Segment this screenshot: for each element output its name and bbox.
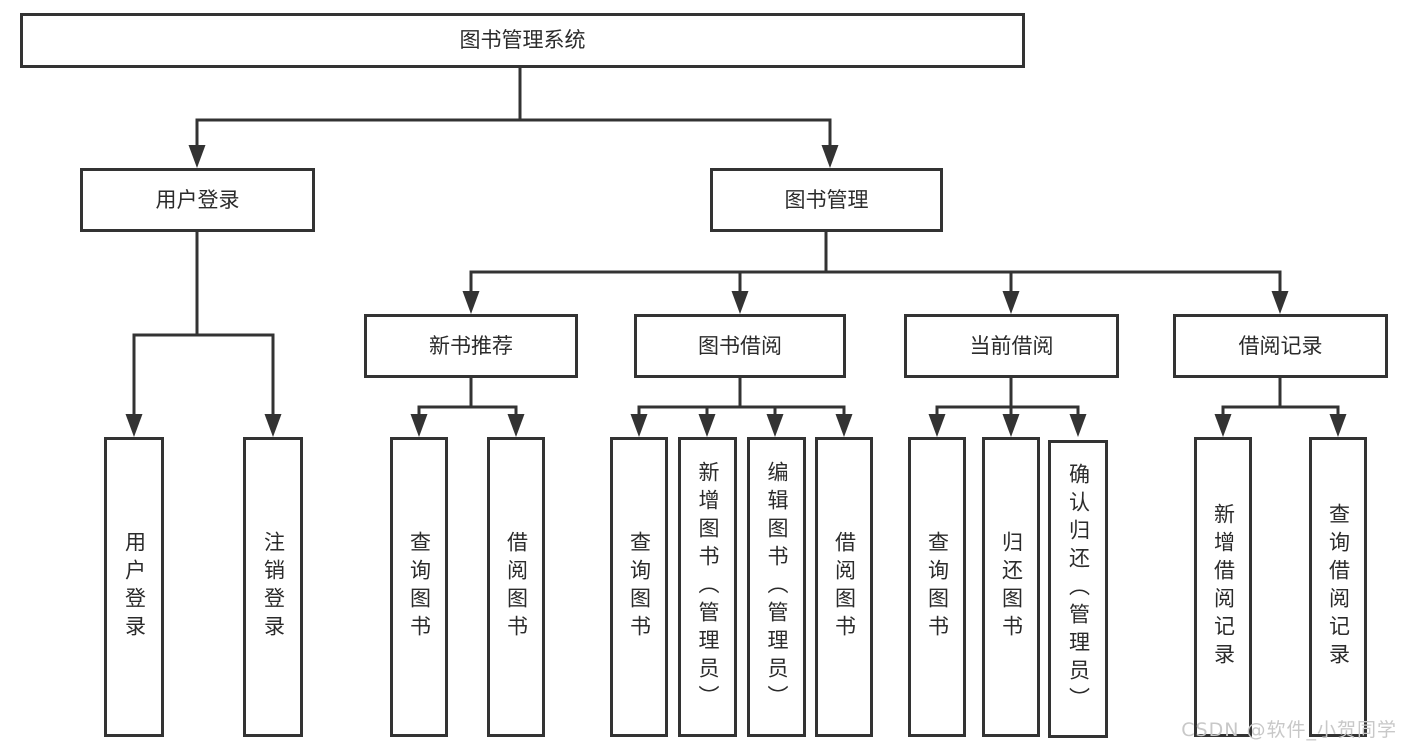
- leaf-user-login: 用户登录: [104, 437, 164, 737]
- csdn-watermark: CSDN @软件_小贺同学: [1181, 719, 1397, 741]
- leaf-add-borrow-record: 新增借阅记录: [1194, 437, 1252, 737]
- leaf-edit-book-admin: 编辑图书（管理员）: [747, 437, 806, 737]
- node-book-management: 图书管理: [710, 168, 943, 232]
- leaf-query-book-borrowing: 查询图书: [610, 437, 668, 737]
- leaf-query-borrow-record: 查询借阅记录: [1309, 437, 1367, 737]
- leaf-query-book-recommend: 查询图书: [390, 437, 448, 737]
- node-user-login: 用户登录: [80, 168, 315, 232]
- node-new-book-recommendation: 新书推荐: [364, 314, 578, 378]
- leaf-logout: 注销登录: [243, 437, 303, 737]
- leaf-confirm-return-admin: 确认归还（管理员）: [1048, 440, 1108, 738]
- node-current-borrowing: 当前借阅: [904, 314, 1119, 378]
- node-book-borrowing: 图书借阅: [634, 314, 846, 378]
- node-borrowing-records: 借阅记录: [1173, 314, 1388, 378]
- node-library-management-system: 图书管理系统: [20, 13, 1025, 68]
- leaf-borrow-book-recommend: 借阅图书: [487, 437, 545, 737]
- leaf-return-book: 归还图书: [982, 437, 1040, 737]
- leaf-query-book-current: 查询图书: [908, 437, 966, 737]
- leaf-borrow-book: 借阅图书: [815, 437, 873, 737]
- leaf-add-book-admin: 新增图书（管理员）: [678, 437, 737, 737]
